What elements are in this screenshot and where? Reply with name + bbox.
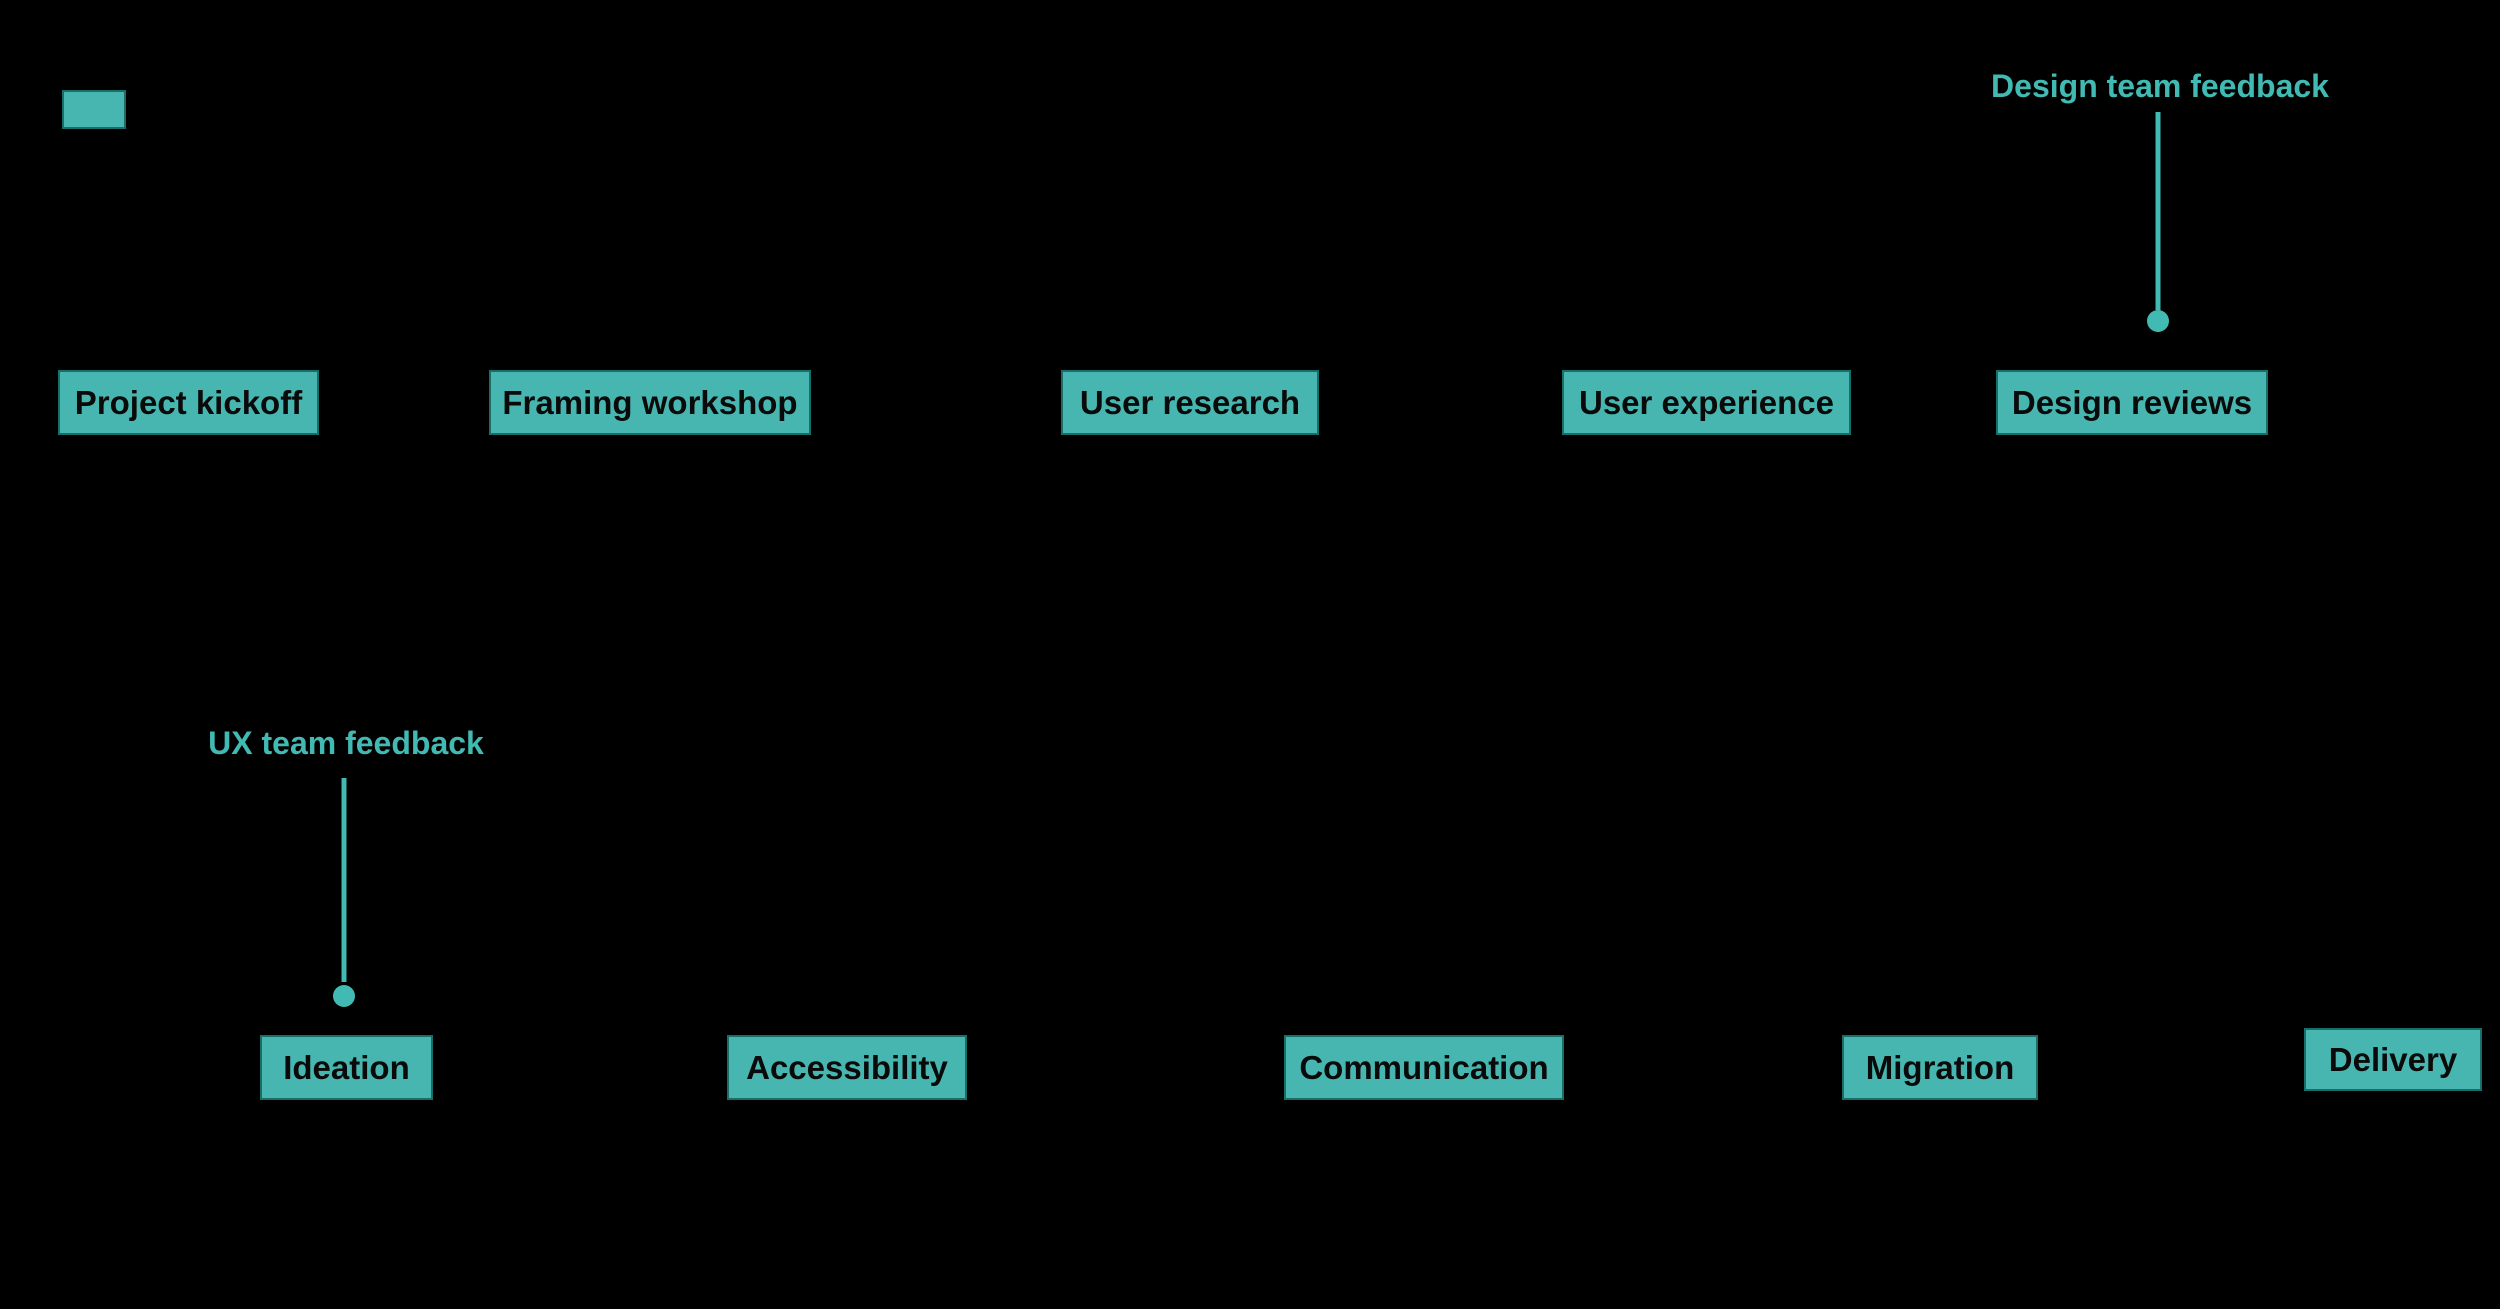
event-box-user-research: User research: [1061, 370, 1319, 435]
callout-line-ux-team-feedback: [341, 778, 347, 982]
event-box-ideation: Ideation: [260, 1035, 433, 1100]
callout-label-design-team-feedback: Design team feedback: [1991, 68, 2329, 104]
callout-dot-design-team-feedback: [2147, 310, 2169, 332]
callout-dot-ux-team-feedback: [333, 985, 355, 1007]
event-box-project-kickoff: Project kickoff: [58, 370, 319, 435]
callout-label-ux-team-feedback: UX team feedback: [208, 725, 484, 761]
event-box-framing-workshop: Framing workshop: [489, 370, 811, 435]
event-box-communication: Communication: [1284, 1035, 1564, 1100]
event-box-accessibility: Accessibility: [727, 1035, 967, 1100]
event-box-migration: Migration: [1842, 1035, 2038, 1100]
event-box-user-experience: User experience: [1562, 370, 1851, 435]
event-box-design-reviews: Design reviews: [1996, 370, 2268, 435]
event-box-delivery: Delivery: [2304, 1028, 2482, 1091]
callout-line-design-team-feedback: [2155, 112, 2161, 310]
legend-swatch: [62, 90, 126, 129]
